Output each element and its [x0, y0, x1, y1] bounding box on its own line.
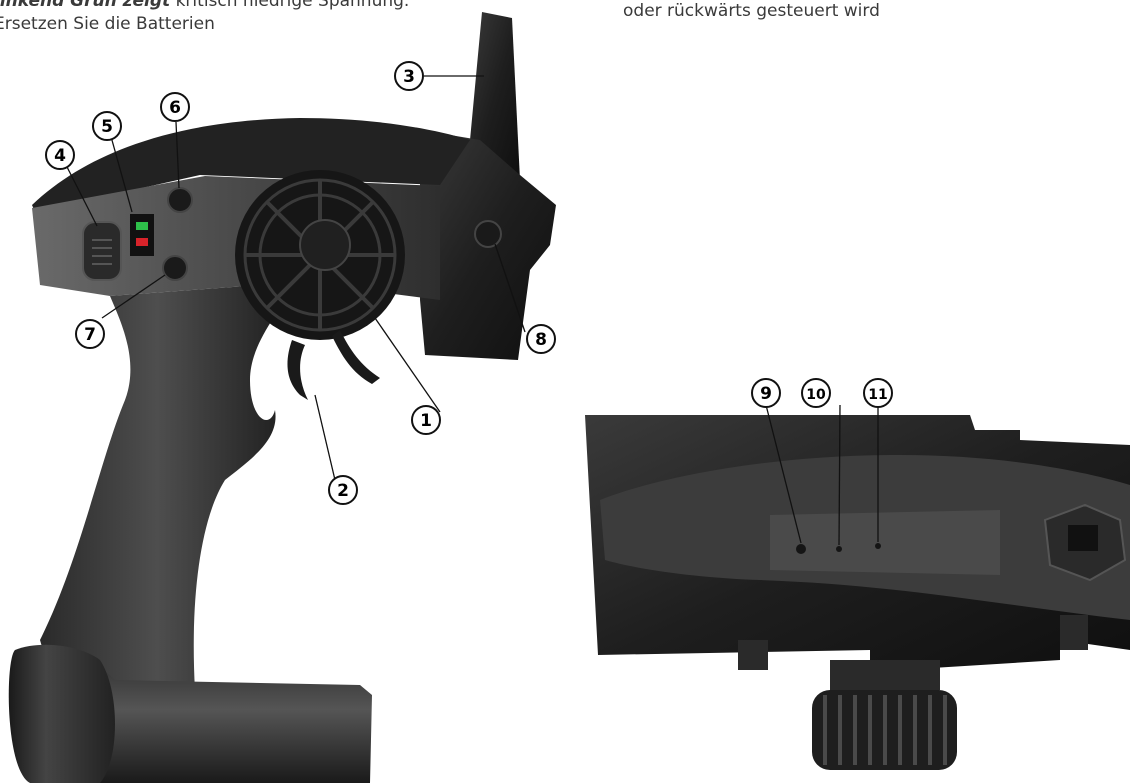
- callout-9-label: 9: [760, 384, 772, 404]
- callout-5-label: 5: [101, 117, 113, 137]
- callout-11: 11: [863, 378, 893, 408]
- steering-wheel[interactable]: [235, 170, 405, 340]
- callout-2: 2: [328, 475, 358, 505]
- trigger-guard: [332, 330, 380, 384]
- left-caption-emphasis: linkend Grün zeigt: [0, 0, 171, 11]
- bottom-knob-neck: [830, 660, 940, 690]
- power-switch[interactable]: [82, 221, 122, 281]
- callout-1-label: 1: [420, 411, 432, 431]
- base: [34, 650, 373, 783]
- throttle-trigger[interactable]: [287, 340, 308, 400]
- callout-10-label: 10: [806, 387, 826, 403]
- knob-7[interactable]: [162, 255, 188, 281]
- callout-4: 4: [45, 140, 75, 170]
- port-9[interactable]: [796, 544, 806, 554]
- top-view-foot-left: [738, 640, 768, 670]
- left-caption: linkend Grün zeigt kritisch niedrige Spa…: [0, 0, 464, 36]
- port-10[interactable]: [836, 546, 842, 552]
- top-shell: [32, 118, 470, 212]
- port-11[interactable]: [875, 543, 881, 549]
- right-caption: oder rückwärts gesteuert wird: [623, 1, 880, 21]
- callout-1: 1: [411, 405, 441, 435]
- callout-6-label: 6: [169, 98, 181, 118]
- callout-7: 7: [75, 319, 105, 349]
- top-view-port-strip: [770, 510, 1000, 575]
- transmitter-top-view: [585, 415, 1130, 770]
- callout-4-label: 4: [54, 146, 66, 166]
- left-caption-line1: kritisch niedrige Spannung.: [170, 0, 410, 11]
- antenna: [470, 12, 520, 180]
- top-view-wheel-hub: [1068, 525, 1098, 551]
- callout-3-label: 3: [403, 67, 415, 87]
- callout-3: 3: [394, 61, 424, 91]
- callout-11-label: 11: [868, 387, 887, 403]
- callout-2-label: 2: [337, 481, 349, 501]
- knob-8[interactable]: [474, 220, 502, 248]
- leader-lines: [64, 75, 879, 546]
- led-green: [136, 222, 148, 230]
- knob-6[interactable]: [167, 187, 193, 213]
- top-view-foot-right: [1060, 615, 1088, 650]
- grip: [40, 282, 300, 700]
- callout-8-label: 8: [535, 330, 547, 350]
- callout-6: 6: [160, 92, 190, 122]
- left-caption-line2: Ersetzen Sie die Batterien: [0, 14, 215, 34]
- callout-10: 10: [801, 378, 831, 408]
- callout-7-label: 7: [84, 325, 96, 345]
- led-indicator: [130, 214, 154, 256]
- callout-5: 5: [92, 111, 122, 141]
- callout-8: 8: [526, 324, 556, 354]
- base-cap: [8, 644, 115, 783]
- callout-9: 9: [751, 378, 781, 408]
- transmitter-side-view: [8, 12, 556, 783]
- callouts: 1 2 3 4 5 6 7 8: [45, 61, 893, 505]
- led-red: [136, 238, 148, 246]
